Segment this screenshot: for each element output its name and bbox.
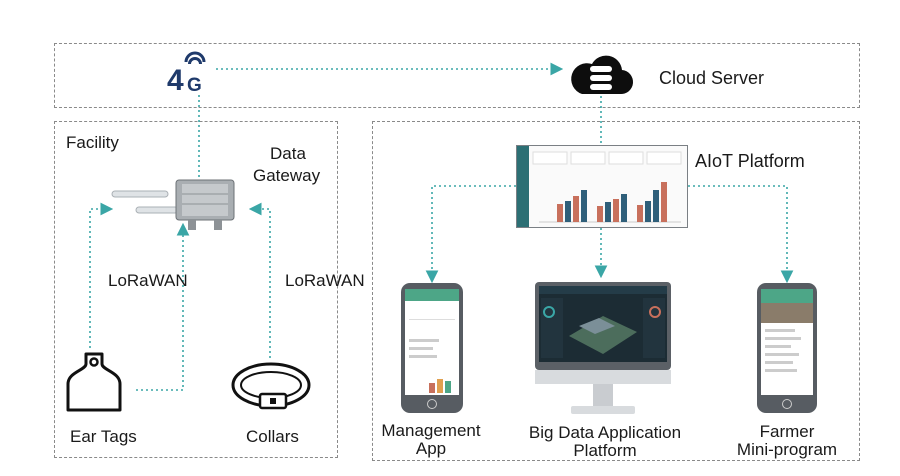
ear-tag-icon: [66, 350, 122, 414]
big-data-screen: [539, 286, 667, 362]
management-chart-bar: [437, 379, 443, 393]
gateway-label-line2: Gateway: [253, 166, 321, 185]
lorawan-left-label: LoRaWAN: [108, 271, 188, 290]
collar-to-gateway-connector: [248, 202, 271, 358]
farmer-mini-program-phone: [757, 283, 817, 413]
collars-label: Collars: [246, 427, 299, 446]
management-app-screen: [405, 289, 459, 395]
farmer-label-line1: Farmer: [759, 422, 815, 441]
svg-text:4: 4: [167, 64, 184, 97]
big-data-monitor: [535, 282, 671, 416]
platform-to-management-connector: [425, 185, 516, 284]
dashboard-bar-chart: [532, 151, 682, 223]
aiot-platform-dashboard: [516, 145, 688, 228]
big-data-label-line1: Big Data Application: [528, 423, 682, 442]
home-button-icon: [427, 399, 437, 409]
aiot-platform-title: AIoT Platform: [695, 151, 805, 171]
dashboard-sidebar: [517, 146, 529, 227]
farmer-app-screen: [761, 289, 813, 395]
lorawan-right-label: LoRaWAN: [285, 271, 365, 290]
management-app-label-line2: App: [415, 439, 447, 458]
cloud-server-icon: [568, 50, 634, 98]
ear-tags-label: Ear Tags: [70, 427, 137, 446]
management-app-label-line1: Management: [381, 421, 481, 440]
top-network-frame: [54, 43, 860, 108]
collar-icon: [230, 360, 312, 414]
big-data-label-line2: Platform: [573, 441, 637, 460]
management-chart-bar: [445, 381, 451, 393]
gateway-label-line1: Data: [270, 144, 306, 163]
svg-text:G: G: [187, 75, 202, 96]
platform-frame: [372, 121, 860, 461]
management-app-phone: [401, 283, 463, 413]
farmer-app-header: [761, 289, 813, 303]
farmer-app-photo: [761, 303, 813, 323]
eartag-lorawan-connector: [136, 222, 190, 391]
cloud-server-label: Cloud Server: [659, 68, 765, 88]
home-button-icon: [782, 399, 792, 409]
platform-to-farmer-connector: [688, 185, 794, 284]
eartag-to-gateway-connector: [89, 202, 114, 348]
facility-title: Facility: [66, 133, 119, 152]
management-chart-bar: [429, 383, 435, 393]
data-gateway-device: [110, 174, 240, 232]
4g-icon: 4 G: [166, 51, 216, 97]
facility-frame: [54, 121, 338, 458]
management-app-header: [405, 289, 459, 301]
farmer-label-line2: Mini-program: [736, 440, 838, 459]
